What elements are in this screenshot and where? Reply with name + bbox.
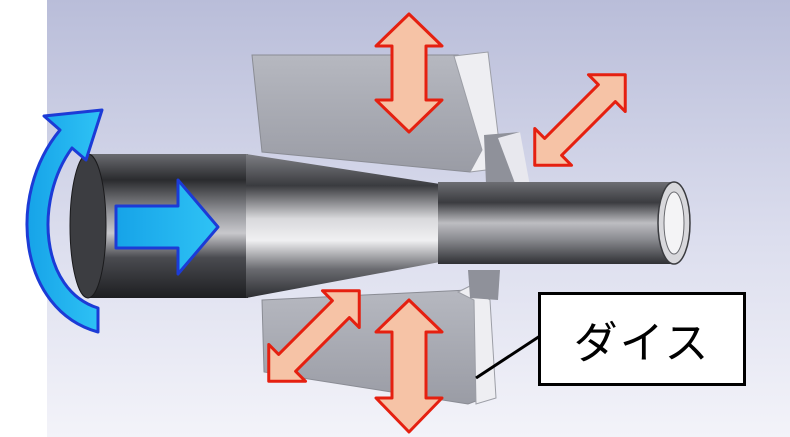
die-label: ダイス [538, 292, 746, 386]
feed-arrow-icon [114, 178, 220, 276]
rotation-arrow-icon [25, 108, 104, 334]
label-leader-line [475, 334, 541, 380]
radial-motion-arrow-icon [533, 73, 627, 167]
radial-motion-arrow-icon [374, 298, 444, 434]
radial-motion-arrow-icon [374, 12, 444, 134]
radial-motion-arrow-icon [267, 289, 361, 383]
